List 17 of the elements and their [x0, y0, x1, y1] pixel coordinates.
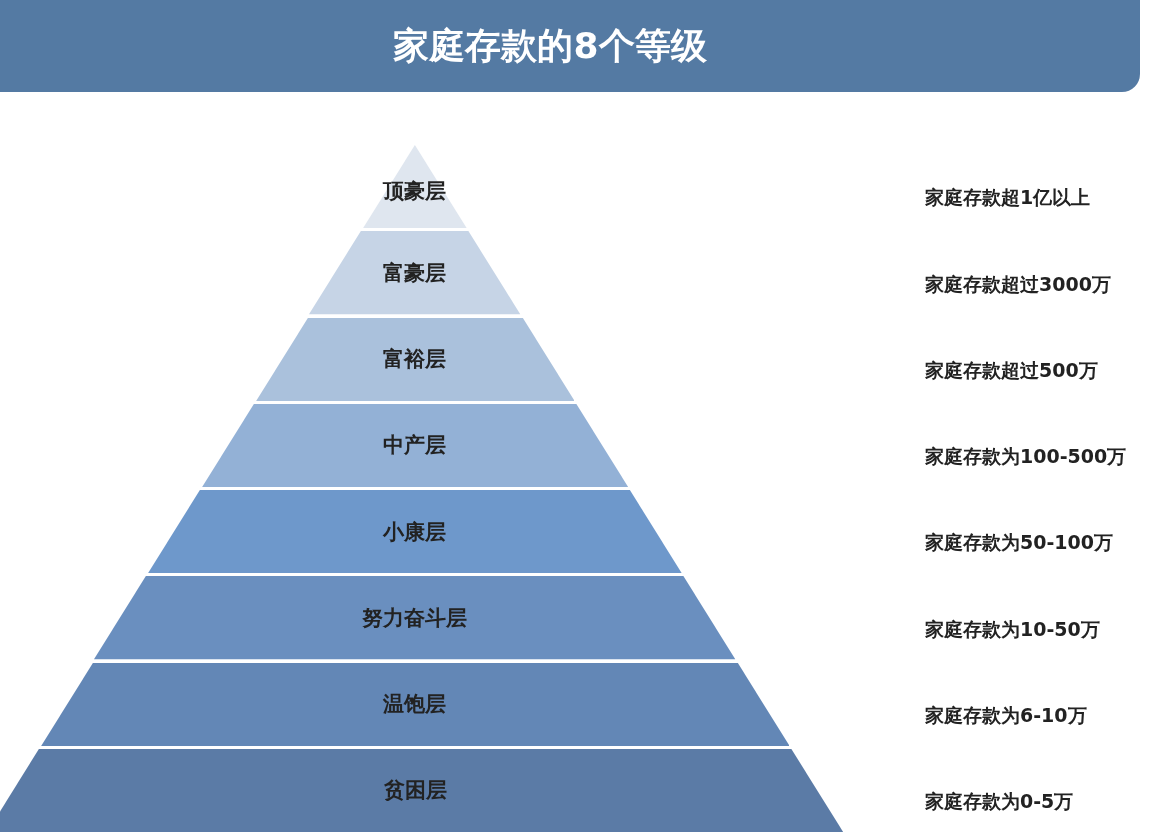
layer-label: 小康层	[383, 518, 447, 546]
layer-label: 贫困层	[383, 777, 447, 805]
layer-label: 努力奋斗层	[362, 604, 468, 632]
savings-note: 家庭存款超1亿以上	[925, 185, 1091, 211]
savings-note: 家庭存款为10-50万	[925, 616, 1100, 642]
savings-note: 家庭存款为0-5万	[925, 789, 1074, 815]
layer-label: 富裕层	[383, 346, 447, 374]
layer-label: 温饱层	[383, 691, 447, 719]
savings-note: 家庭存款超过3000万	[925, 271, 1111, 297]
savings-note: 家庭存款为50-100万	[925, 530, 1113, 556]
savings-note: 家庭存款超过500万	[925, 357, 1098, 383]
title-banner: 家庭存款的8个等级	[0, 0, 1140, 92]
layer-label: 富豪层	[383, 259, 447, 287]
layer-label: 顶豪层	[383, 177, 447, 205]
layer-label: 中产层	[383, 432, 447, 460]
savings-note: 家庭存款为6-10万	[925, 702, 1087, 728]
savings-note: 家庭存款为100-500万	[925, 444, 1127, 470]
